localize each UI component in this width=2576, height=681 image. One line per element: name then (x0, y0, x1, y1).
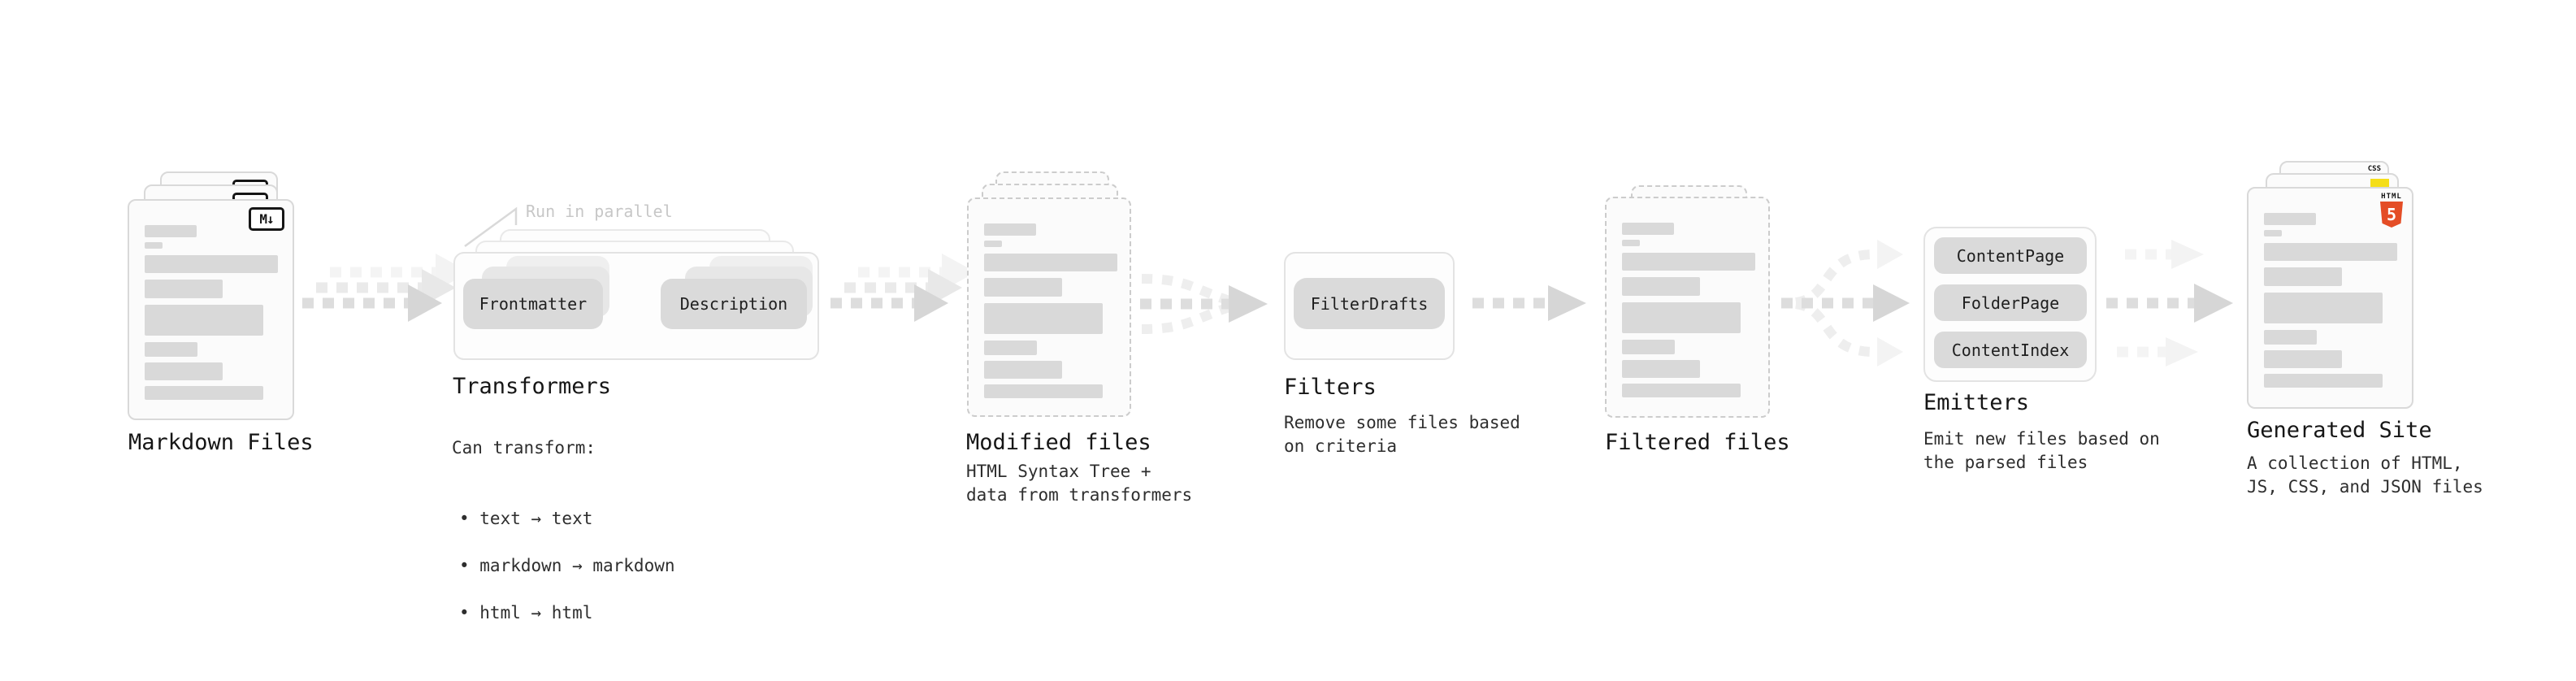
note-leader-line (464, 206, 518, 248)
stage-label-generated-site: Generated Site (2247, 418, 2432, 443)
stage-label-markdown-files: Markdown Files (128, 430, 314, 455)
arrow-emitters-to-generated (2106, 240, 2233, 367)
html5-icon: HTML 5 (2379, 193, 2404, 228)
transformers-caption: Can transform: • text → text • markdown … (452, 413, 675, 672)
emitter-box-contentindex: ContentIndex (1934, 332, 2087, 368)
arrow-filters-to-filtered (1472, 285, 1586, 321)
caption-bullets: • text → text • markdown → markdown • ht… (452, 484, 675, 648)
stage-label-filtered-files: Filtered files (1605, 430, 1790, 455)
generated-site-caption: A collection of HTML, JS, CSS, and JSON … (2247, 453, 2483, 497)
arrow-filtered-to-emitters-fanout (1781, 240, 1910, 367)
stage-label-filters: Filters (1284, 375, 1377, 400)
run-in-parallel-note: Run in parallel (526, 202, 673, 221)
filterdrafts-box: FilterDrafts (1294, 278, 1445, 329)
arrow-modified-to-filters-merge (1140, 274, 1268, 334)
stage-label-transformers: Transformers (453, 374, 612, 399)
description-box: Description (661, 279, 807, 329)
arrow-markdown-to-transformers (302, 254, 470, 322)
file-card (1605, 197, 1770, 418)
bullet-item: • html → html (459, 603, 593, 622)
file-card (967, 197, 1131, 417)
stage-label-emitters: Emitters (1923, 390, 2030, 415)
emitter-box-folderpage: FolderPage (1934, 284, 2087, 321)
bullet-item: • text → text (459, 509, 593, 528)
stage-label-modified-files: Modified files (966, 430, 1151, 455)
js-icon (2370, 179, 2389, 189)
modified-files-caption: HTML Syntax Tree + data from transformer… (966, 462, 1193, 505)
caption-title: Can transform: (452, 438, 596, 458)
emitter-box-contentpage: ContentPage (1934, 237, 2087, 274)
bullet-item: • markdown → markdown (459, 556, 675, 575)
markdown-icon: M↓ (249, 207, 284, 231)
file-card-html: HTML 5 (2247, 187, 2413, 409)
emitters-caption: Emit new files based on the parsed files (1923, 429, 2160, 472)
file-card: M↓ (128, 199, 294, 420)
arrow-transformers-to-modified (830, 254, 976, 322)
frontmatter-box: Frontmatter (463, 279, 603, 329)
filters-caption: Remove some files based on criteria (1284, 413, 1520, 456)
